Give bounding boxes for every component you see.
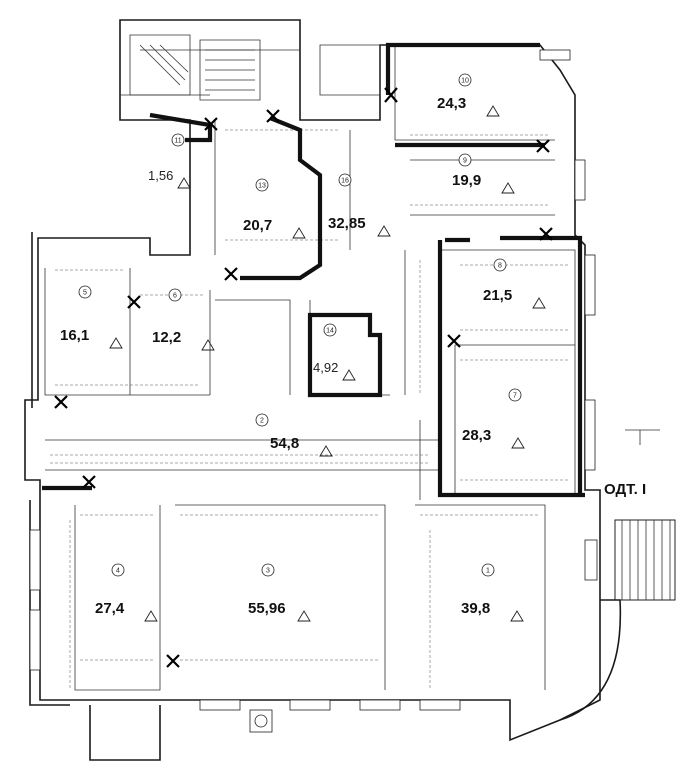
windows bbox=[29, 49, 598, 711]
room-1: 139,8 bbox=[461, 563, 524, 622]
room-number-marker bbox=[255, 413, 269, 427]
room-11: 111,56 bbox=[148, 133, 191, 189]
room-area: 32,85 bbox=[328, 215, 366, 232]
room-number: 14 bbox=[326, 328, 334, 335]
triangle-marker bbox=[201, 339, 215, 351]
cross-markers bbox=[54, 87, 553, 668]
triangle-marker bbox=[319, 445, 333, 457]
room-area: 39,8 bbox=[461, 600, 490, 617]
room-number: 10 bbox=[461, 78, 469, 85]
room-4: 427,4 bbox=[95, 563, 158, 622]
room-number-marker bbox=[78, 285, 92, 299]
room-number-marker bbox=[338, 173, 352, 187]
triangle-marker bbox=[292, 227, 306, 239]
room-area: 16,1 bbox=[60, 327, 89, 344]
room-number: 1 bbox=[486, 568, 490, 575]
room-7: 728,3 bbox=[462, 388, 525, 449]
room-number: 3 bbox=[266, 568, 270, 575]
room-number-marker bbox=[168, 288, 182, 302]
room-number: 8 bbox=[498, 263, 502, 270]
triangle-marker bbox=[532, 297, 546, 309]
room-number-marker bbox=[481, 563, 495, 577]
odt-label: ОДТ. I bbox=[604, 481, 646, 498]
room-number-marker bbox=[111, 563, 125, 577]
room-number-marker bbox=[493, 258, 507, 272]
room-2: 254,8 bbox=[255, 413, 333, 457]
bottom-column bbox=[249, 709, 273, 733]
room-number: 4 bbox=[116, 568, 120, 575]
room-9: 919,9 bbox=[452, 153, 515, 194]
room-number: 5 bbox=[83, 290, 87, 297]
room-number-marker bbox=[255, 178, 269, 192]
highlighted-walls bbox=[42, 42, 585, 498]
room-area: 21,5 bbox=[483, 287, 512, 304]
room-number: 7 bbox=[513, 393, 517, 400]
room-10: 10 24,3 bbox=[437, 73, 500, 117]
room-area: 19,9 bbox=[452, 172, 481, 189]
room-5: 516,1 bbox=[60, 285, 123, 349]
room-number-marker bbox=[171, 133, 185, 147]
room-number: 13 bbox=[258, 183, 266, 190]
triangle-marker bbox=[297, 610, 311, 622]
triangle-marker bbox=[342, 369, 356, 381]
triangle-marker bbox=[177, 177, 191, 189]
triangle-marker bbox=[144, 610, 158, 622]
room-area: 54,8 bbox=[270, 435, 299, 452]
room-number: 16 bbox=[341, 178, 349, 185]
triangle-marker bbox=[486, 105, 500, 117]
room-number-marker bbox=[458, 73, 472, 87]
room-area: 1,56 bbox=[148, 168, 173, 183]
room-6: 612,2 bbox=[152, 288, 215, 351]
triangle-marker bbox=[377, 225, 391, 237]
room-area: 55,96 bbox=[248, 600, 286, 617]
dimension-lines bbox=[50, 129, 570, 690]
room-area: 4,92 bbox=[313, 360, 338, 375]
room-16: 16 32,85 bbox=[328, 173, 391, 237]
triangle-marker bbox=[109, 337, 123, 349]
room-14: 144,92 bbox=[313, 323, 356, 381]
porch-stairs bbox=[559, 429, 676, 721]
room-number-marker bbox=[508, 388, 522, 402]
room-8: 821,5 bbox=[483, 258, 546, 309]
room-area: 28,3 bbox=[462, 427, 491, 444]
stair-top-left bbox=[129, 34, 381, 101]
room-3: 355,96 bbox=[248, 563, 311, 622]
triangle-marker bbox=[501, 182, 515, 194]
room-number-marker bbox=[261, 563, 275, 577]
room-number-marker bbox=[458, 153, 472, 167]
rooms-layer: 1024,3111,56919,91320,71632,85821,5516,1… bbox=[60, 73, 546, 622]
room-area: 20,7 bbox=[243, 217, 272, 234]
triangle-marker bbox=[511, 437, 525, 449]
room-number: 6 bbox=[173, 293, 177, 300]
room-number-marker bbox=[323, 323, 337, 337]
triangle-marker bbox=[510, 610, 524, 622]
room-area: 24,3 bbox=[437, 95, 466, 112]
room-area: 27,4 bbox=[95, 600, 125, 617]
room-number: 11 bbox=[174, 138, 181, 145]
room-13: 13 20,7 bbox=[243, 178, 306, 239]
room-area: 12,2 bbox=[152, 329, 181, 346]
room-number: 9 bbox=[463, 158, 467, 165]
room-number: 2 bbox=[260, 418, 264, 425]
